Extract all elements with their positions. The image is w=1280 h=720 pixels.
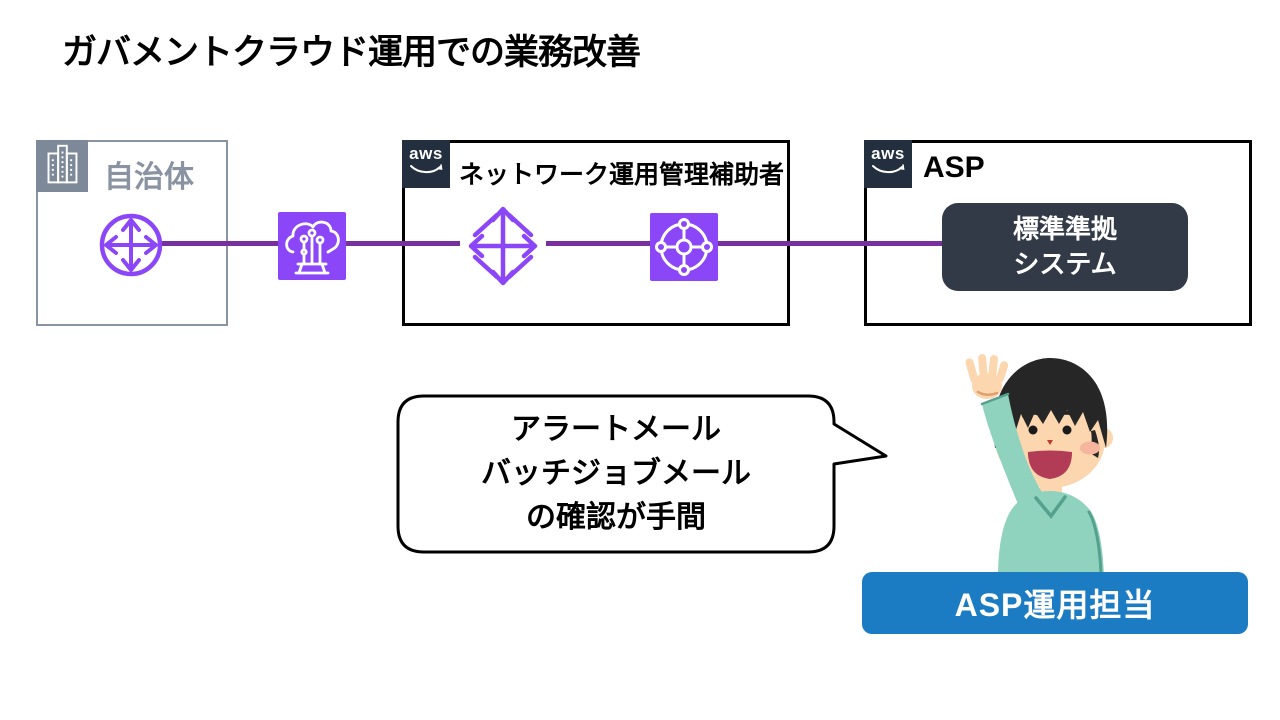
network-box-label: ネットワーク運用管理補助者 (459, 161, 785, 189)
person-raising-hand (965, 354, 1113, 578)
standard-system-box: 標準準拠 システム (942, 203, 1188, 291)
system-label-line1: 標準準拠 (1012, 214, 1117, 244)
transit-gateway-icon (650, 213, 718, 281)
aws-logo-text: aws (409, 144, 443, 163)
system-label-line2: システム (1013, 249, 1117, 279)
municipality-label: 自治体 (104, 161, 194, 194)
aws-smile-icon (410, 164, 443, 174)
aws-logo-icon: aws (402, 140, 450, 188)
aws-logo-icon: aws (864, 140, 912, 188)
building-icon (36, 140, 88, 192)
bubble-line-1: アラートメール (511, 413, 721, 446)
asp-operator-label-text: ASP運用担当 (954, 587, 1156, 623)
aws-smile-icon (872, 164, 905, 174)
asp-operator-label: ASP運用担当 (862, 572, 1248, 634)
cloud-connect-icon (278, 212, 346, 280)
bubble-line-2: バッチジョブメール (481, 457, 751, 490)
asp-box-label: ASP (923, 151, 985, 184)
transit-gateway-outline-icon (460, 198, 546, 294)
speech-bubble (396, 394, 888, 554)
router-icon (99, 213, 163, 277)
bubble-line-3: の確認が手間 (526, 501, 706, 534)
page-title: ガバメントクラウド運用での業務改善 (62, 33, 641, 72)
network-group-box: aws ネットワーク運用管理補助者 (402, 140, 790, 326)
speech-bubble-text: アラートメール バッチジョブメール の確認が手間 (398, 396, 834, 552)
aws-logo-text: aws (871, 144, 905, 163)
